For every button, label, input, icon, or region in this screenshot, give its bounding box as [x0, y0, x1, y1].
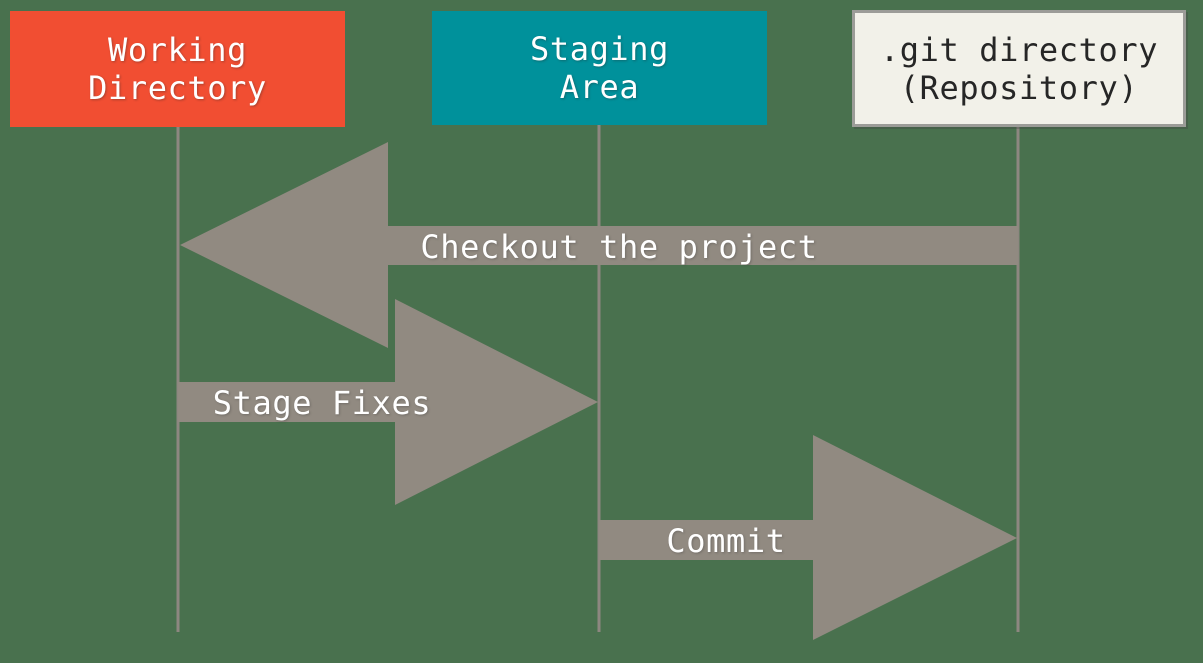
working-directory-box: Working Directory	[10, 11, 345, 127]
staging-area-label-line1: Staging	[529, 30, 670, 68]
checkout-arrow-label: Checkout the project	[420, 228, 818, 266]
commit-arrow	[599, 435, 1017, 640]
git-directory-label-line1: .git directory	[879, 30, 1159, 69]
stage-fixes-arrow	[178, 299, 598, 505]
staging-area-box: Staging Area	[432, 11, 767, 125]
commit-arrow-label: Commit	[666, 522, 786, 560]
git-directory-box: .git directory (Repository)	[852, 10, 1186, 127]
checkout-arrow	[180, 142, 1018, 348]
working-directory-label-line1: Working	[107, 31, 248, 69]
staging-area-label-line2: Area	[559, 68, 640, 106]
git-directory-label-line2: (Repository)	[899, 68, 1139, 107]
stage-fixes-arrow-label: Stage Fixes	[212, 384, 432, 422]
working-directory-label-line2: Directory	[88, 69, 267, 107]
